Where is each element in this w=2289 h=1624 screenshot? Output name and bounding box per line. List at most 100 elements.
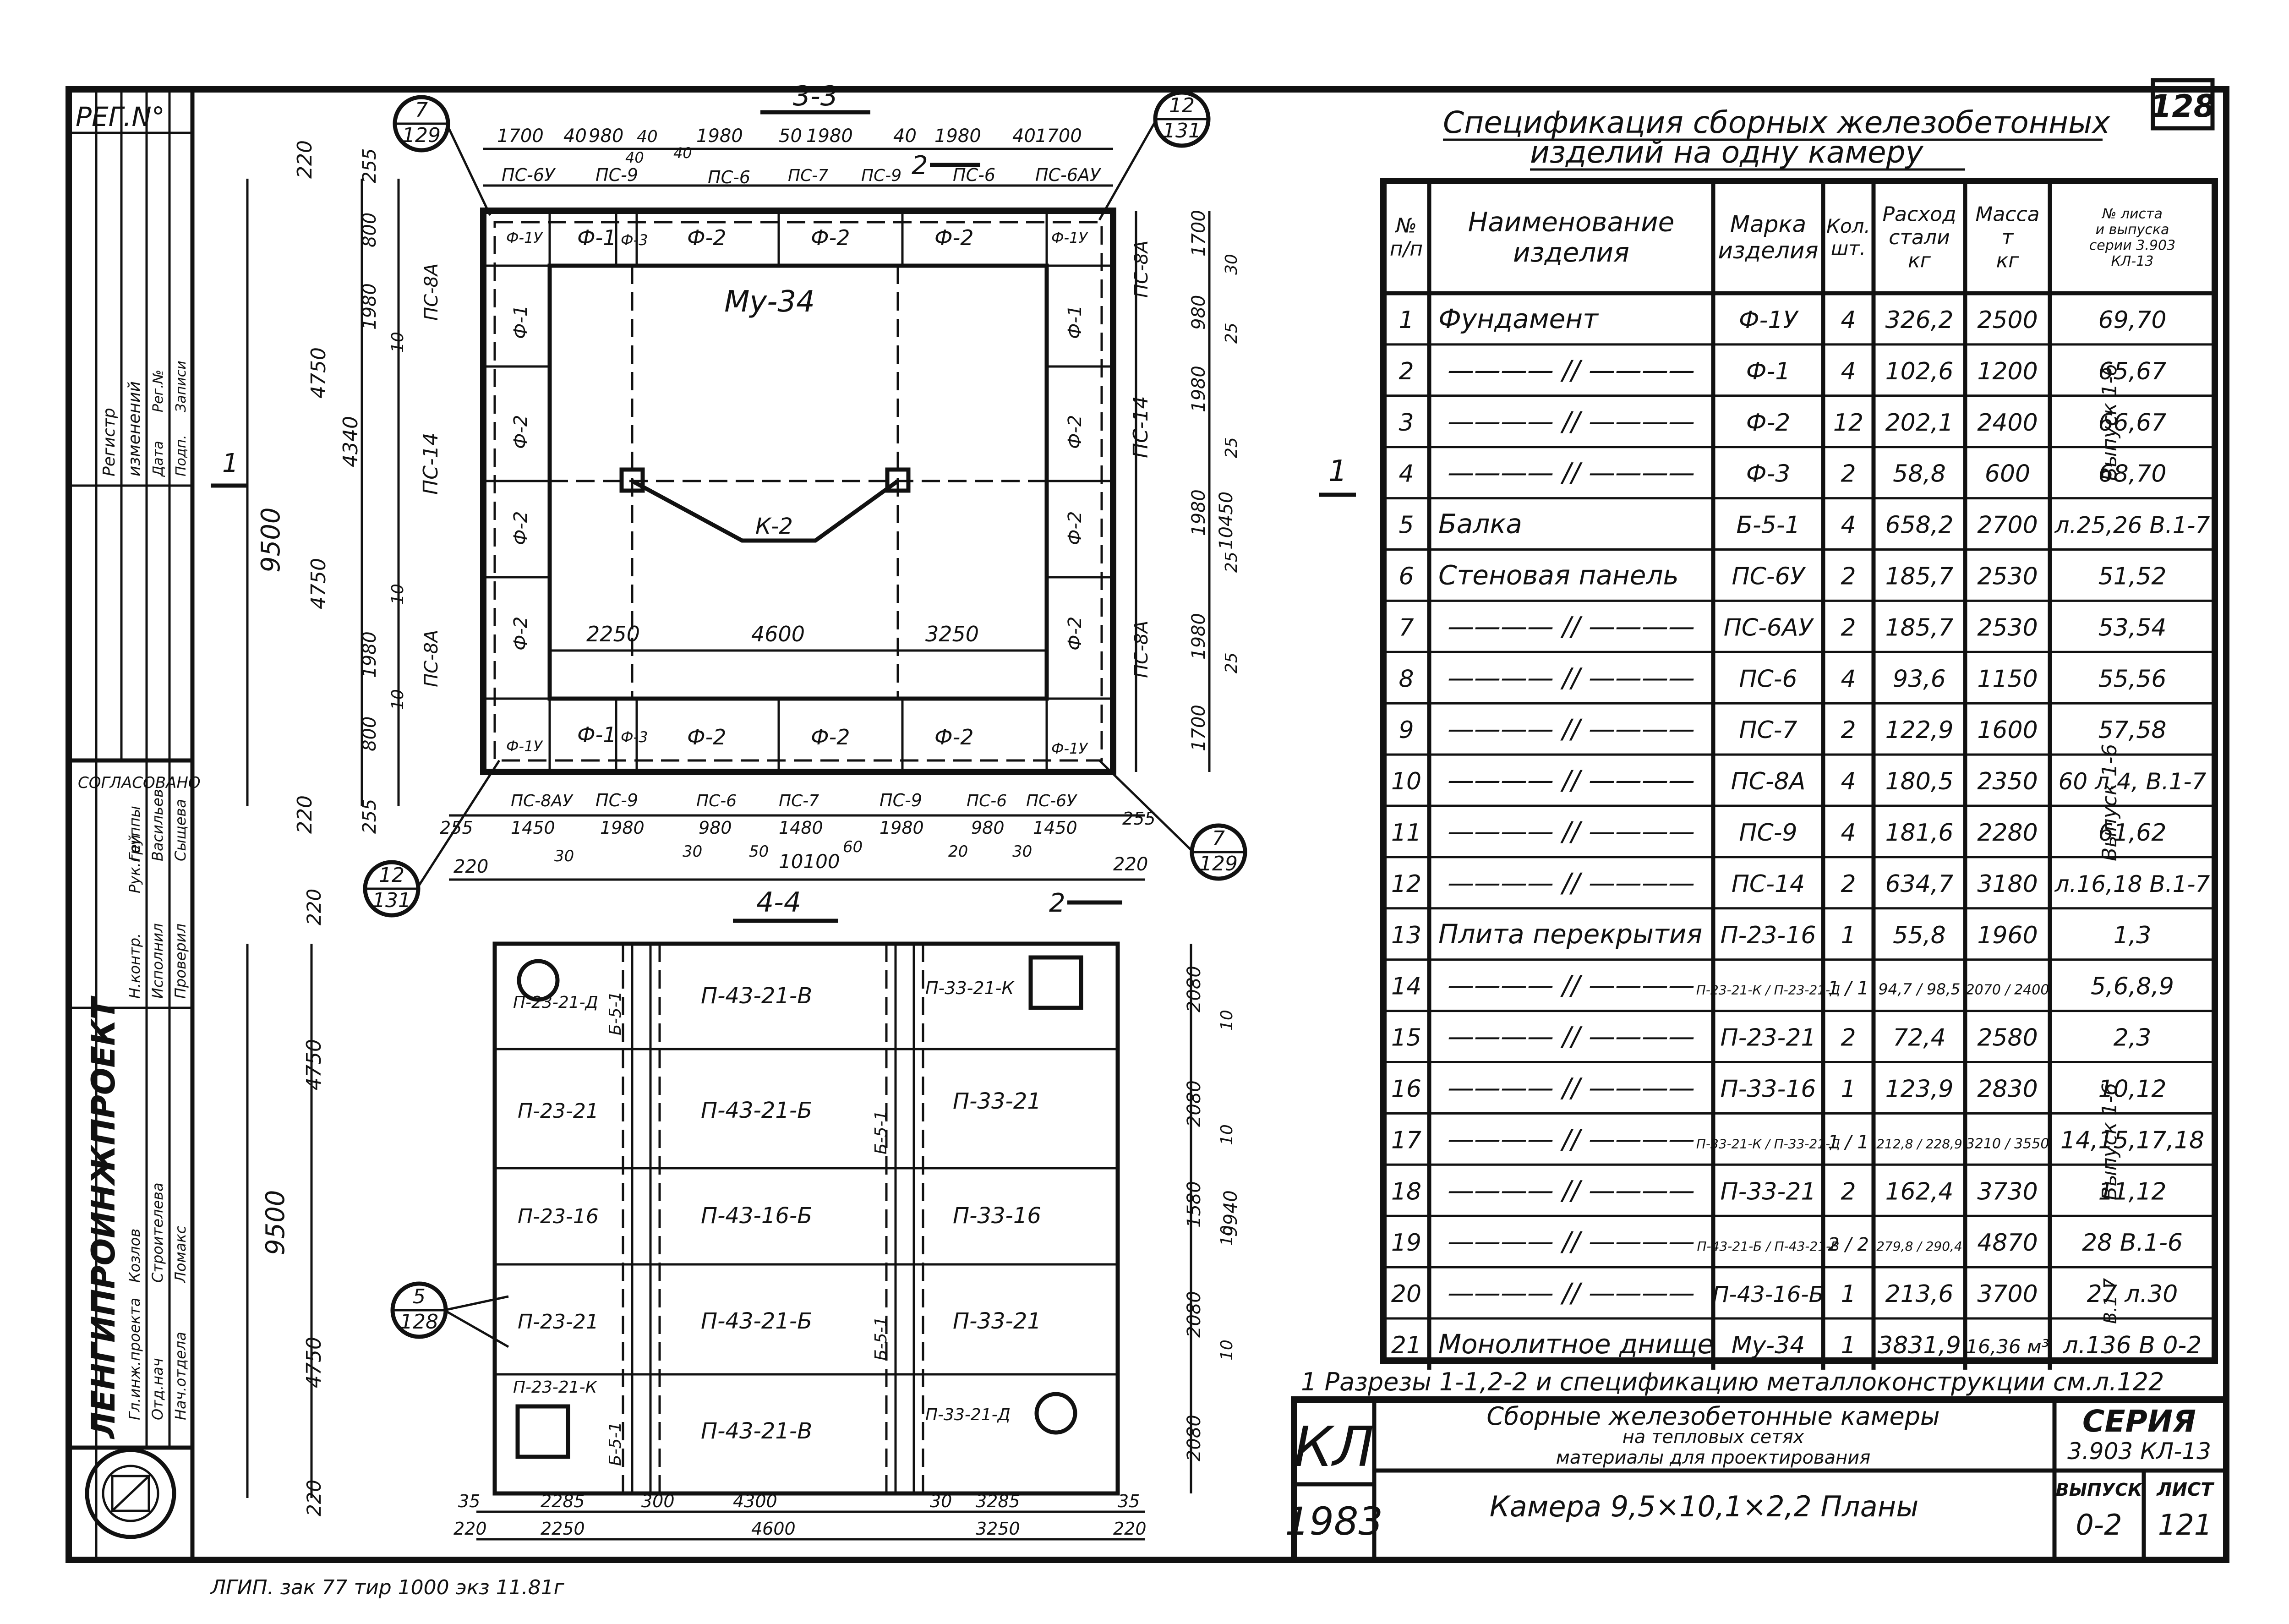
spec-header-2: изделия [1718,237,1819,264]
spec-cell-mass: 2350 [1977,768,2038,795]
b44-r1-4: 30 [930,1491,952,1511]
bot-dim-0: 1450 [511,818,555,838]
spec-cell-steel: 162,4 [1885,1178,1954,1205]
spec-cell-mark: Ф-3 [1746,460,1791,488]
spec-cell-qty: 1 [1841,1075,1856,1103]
bot-f-0: Ф-1У [506,738,543,755]
spec-cell-mark: ПС-8А [1731,768,1806,795]
sheet-number-box: 128 [2150,78,2215,131]
spec-cell-n: 2 [1399,358,1414,385]
spec-cell-n: 17 [1391,1126,1421,1154]
tb-sheet-label: ЛИСТ [2156,1479,2214,1500]
spec-cell-sheet: 11,12 [2098,1178,2167,1205]
spec-cell-n: 19 [1391,1229,1421,1257]
top-panel-6: ПС-6АУ [1035,165,1102,185]
left-stamp: РЕГ.N° Регистр изменений Дата Рег.№ Подп… [66,87,201,1562]
r44-3: 10 [1218,1124,1236,1145]
left-dim-0: 220 [293,140,317,179]
bot-dim-2: 980 [699,818,732,838]
bot-f-3: Ф-2 [687,725,726,749]
callout-br: 7 129 [1098,760,1247,881]
spec-cell-name: ———— // ———— [1448,867,1695,898]
bot-f-4: Ф-2 [811,725,850,749]
beam-strip-2 [894,942,915,1495]
spec-cell-name: ———— // ———— [1448,970,1695,1001]
c2-2: П-43-16-Б [701,1203,812,1229]
spec-cell-sheet: 53,54 [2098,614,2167,641]
left-panel-0: ПС-8А [421,263,442,321]
spec-cell-qty: 4 [1841,768,1856,795]
spec-cell-sheet: 2,3 [2114,1024,2152,1052]
spec-cell-steel: 185,7 [1885,563,1954,590]
left-dim-10: 10 [388,689,407,710]
bot-small-6: 20 [948,842,968,861]
column-marker-left [619,467,645,493]
spec-cell-mark: Ф-1У [1739,306,1799,334]
bot-panel-1: ПС-9 [595,790,638,810]
rev-header-reg: Рег.№ [150,370,166,412]
spec-cell-mass: 2580 [1977,1024,2038,1052]
agreed-label: СОГЛАСОВАНО [78,774,201,792]
right-dim-3: 25 [1222,323,1241,344]
top-f-5: Ф-2 [934,225,973,250]
bot-panel-3: ПС-7 [779,792,819,810]
l44-0: 220 [303,889,325,925]
spec-cell-mass: 2500 [1977,306,2038,334]
callout-bl-bottom: 131 [372,889,411,912]
spec-cell-mass: 1960 [1977,922,2038,949]
top-dim-9: 40 [1012,126,1036,147]
right-dim-11: 1700 [1188,705,1209,751]
spec-cell-sheet: 69,70 [2098,306,2167,334]
top-dim-8: 1980 [934,126,981,147]
spec-cell-qty: 4 [1841,306,1856,334]
spec-cell-sheet: 61,62 [2098,819,2167,847]
right-f-2: Ф-2 [1065,511,1086,545]
bot-f-5: Ф-2 [934,725,973,749]
spec-header-2: Марка [1730,211,1806,237]
spec-cell-n: 10 [1391,768,1421,795]
spec-header-1: Наименование [1468,206,1675,237]
spec-cell-steel: 102,6 [1885,358,1954,385]
top-dim-5: 50 [779,126,802,147]
hatch-icon-bottom [515,1404,570,1459]
spec-header-1: изделия [1513,237,1629,268]
spec-cell-name: ———— // ———— [1448,662,1695,693]
spec-cell-mass: 2830 [1977,1075,2038,1103]
spec-cell-n: 5 [1399,512,1414,539]
spec-cell-mass: 2400 [1977,409,2038,437]
spec-cell-n: 1 [1399,306,1414,334]
spec-cell-mark: П-23-16 [1721,922,1816,949]
bot-dim-3: 1480 [779,818,823,838]
spec-cell-name: ———— // ———— [1448,1072,1695,1103]
bot-dim-6: 1450 [1033,818,1077,838]
spec-cell-sheet: 27 л.30 [2087,1280,2178,1308]
group-label-0: Выпуск 1-6 [2098,364,2121,481]
tb-line2: на тепловых сетях [1623,1427,1804,1448]
c1-1: П-23-21 [518,1099,599,1123]
group-label-2: Выпуск 1-6 [2098,1083,2121,1200]
stamp-role-6: Нач.отдела [172,1332,189,1420]
spec-cell-mark: П-43-16-Б [1712,1282,1824,1307]
bot-small-4: 50 [749,842,769,861]
tb-series-label: СЕРИЯ [2082,1404,2196,1439]
callout-44-bottom: 128 [400,1310,438,1334]
spec-cell-name: Плита перекрытия [1438,919,1702,950]
plan-44-outline [492,941,1120,1496]
top-f-3: Ф-2 [687,225,726,250]
spec-cell-qty: 2 [1841,1024,1856,1052]
spec-cell-sheet: 1,3 [2114,922,2152,949]
spec-cell-mark: Ф-2 [1746,409,1791,437]
callout-tl-top: 7 [415,98,428,122]
spec-cell-n: 3 [1399,409,1414,437]
rev-title-1: Регистр [100,408,119,476]
group-label-3: В.1-7 [2100,1278,2120,1324]
spec-cell-mark: П-23-21-К / П-23-21-Д [1696,983,1840,998]
spec-cell-steel: 72,4 [1893,1024,1946,1052]
spec-cell-n: 20 [1391,1280,1421,1308]
spec-cell-qty: 12 [1833,409,1863,437]
right-panel-0: ПС-8А [1131,241,1152,298]
spec-cell-steel: 658,2 [1885,512,1954,539]
left-dim-13: 255 [359,799,380,834]
spec-cell-steel: 93,6 [1893,665,1946,693]
spec-cell-mass: 1600 [1977,716,2038,744]
